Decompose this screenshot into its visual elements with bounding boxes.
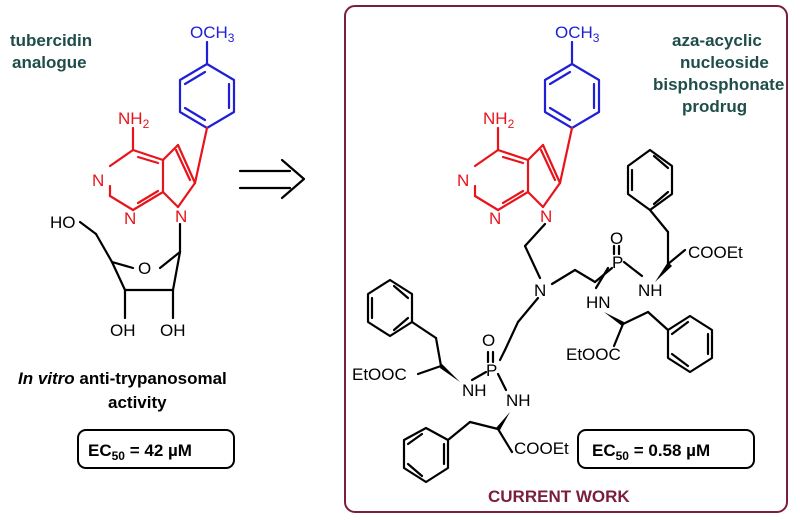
phosphonamide-left: P O NH NH EtOOC COOEt bbox=[352, 278, 569, 484]
p-right: P bbox=[612, 253, 623, 272]
prodrug-structure: OCH3 NH2 N N N N bbox=[352, 23, 743, 484]
hydroxyl-3-label: OH bbox=[160, 321, 186, 340]
retrosynthesis-arrow bbox=[238, 158, 306, 200]
etooc-left: EtOOC bbox=[352, 365, 407, 384]
prodrug-methoxyphenyl: OCH3 bbox=[543, 23, 601, 130]
current-work-label: CURRENT WORK bbox=[488, 487, 630, 506]
hydroxymethyl-label: HO bbox=[50, 213, 76, 232]
pyrrole-n: N bbox=[175, 207, 187, 226]
prodrug-pyrrole-n: N bbox=[540, 207, 552, 226]
o-left: O bbox=[482, 331, 495, 350]
methoxy-label: OCH3 bbox=[190, 23, 235, 45]
prodrug-pyrimidine-n1: N bbox=[457, 171, 469, 190]
p-left: P bbox=[486, 361, 497, 380]
left-title-line2: analogue bbox=[12, 53, 87, 72]
right-ec50-box bbox=[577, 429, 755, 469]
right-title-line2: nucleoside bbox=[680, 53, 769, 72]
left-caption-line2: activity bbox=[108, 393, 167, 412]
right-title-line4: prodrug bbox=[682, 97, 747, 116]
nh-left: NH bbox=[462, 381, 487, 400]
left-ec50-label: EC50 = 42 µM bbox=[88, 441, 192, 463]
etooc-right: EtOOC bbox=[566, 345, 621, 364]
wedge-left bbox=[440, 364, 460, 382]
central-n: N bbox=[534, 281, 546, 300]
left-caption-line1: In vitro anti-trypanosomal bbox=[18, 369, 227, 388]
o-right: O bbox=[610, 229, 623, 248]
prodrug-amine-label: NH2 bbox=[483, 109, 515, 131]
aza-linker: N bbox=[503, 222, 614, 352]
phosphonamide-right: P O NH HN COOEt EtOOC bbox=[566, 148, 743, 374]
prodrug-heterocycle: NH2 N N N bbox=[457, 109, 574, 228]
current-work-frame bbox=[344, 5, 788, 513]
cooet-left: COOEt bbox=[514, 439, 569, 458]
hn-right: HN bbox=[586, 293, 611, 312]
right-title-line3: bisphosphonate bbox=[653, 75, 784, 94]
methoxyphenyl-group: OCH3 bbox=[178, 23, 236, 130]
pyrimidine-n3: N bbox=[124, 209, 136, 228]
nh-right: NH bbox=[638, 281, 663, 300]
prodrug-pyrimidine-n3: N bbox=[489, 209, 501, 228]
pyrimidine-n1: N bbox=[92, 171, 104, 190]
nh-left-lower: NH bbox=[506, 391, 531, 410]
hydroxyl-2-label: OH bbox=[110, 321, 136, 340]
wedge-left-lower bbox=[496, 412, 510, 430]
right-title-line1: aza-acyclic bbox=[672, 31, 762, 50]
amine-label: NH2 bbox=[118, 109, 150, 131]
cooet-right: COOEt bbox=[688, 243, 743, 262]
wedge-right-lower bbox=[604, 312, 624, 326]
left-title-line1: tubercidin bbox=[10, 31, 92, 50]
ribose-sugar: O HO OH OH bbox=[50, 213, 186, 340]
right-ec50-label: EC50 = 0.58 µM bbox=[592, 441, 710, 463]
ring-oxygen: O bbox=[138, 259, 151, 278]
prodrug-methoxy-label: OCH3 bbox=[555, 23, 600, 45]
pyrrolopyrimidine-core: NH2 N N N bbox=[92, 109, 209, 228]
wedge-right bbox=[655, 262, 672, 282]
tubercidin-analogue-structure: OCH3 NH2 N N N bbox=[50, 23, 236, 340]
left-ec50-box bbox=[77, 429, 235, 469]
